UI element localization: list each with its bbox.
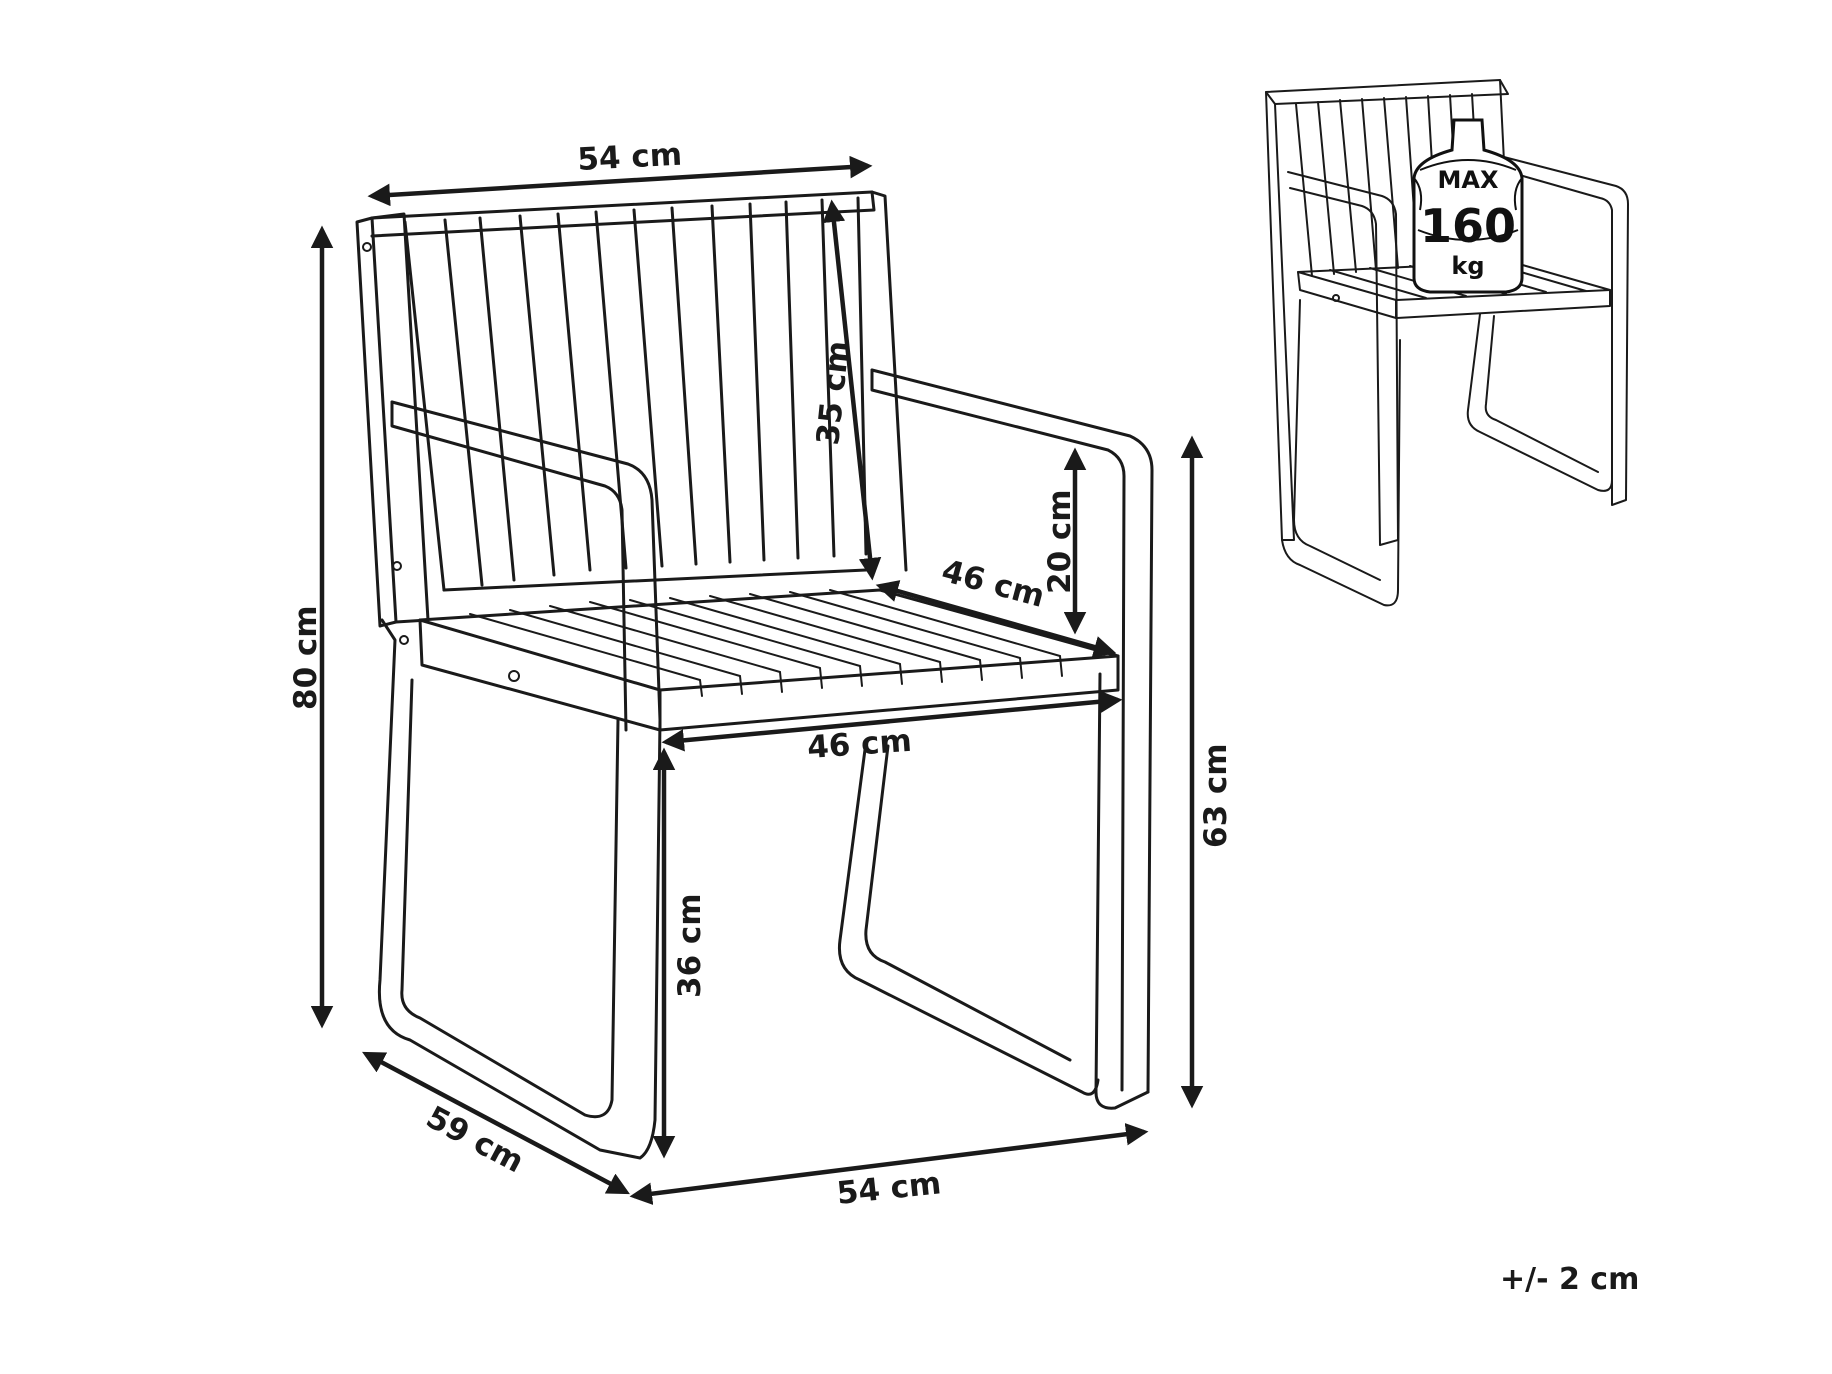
tolerance-note: +/- 2 cm [1500,1262,1640,1297]
weight-bottle-icon: MAX 160 kg [1412,118,1524,294]
label-armrest-above-seat: 20 cm [1042,489,1078,594]
dimension-lines [310,155,1204,1205]
dim-line-seat-depth [875,580,1117,658]
left-armrest [390,400,662,732]
badge-max-label: MAX [1438,166,1499,194]
label-backrest-height: 35 cm [810,339,857,447]
load-capacity-illustration: MAX 160 kg [1265,79,1629,607]
right-armrest [837,368,1154,1110]
label-armrest-height: 63 cm [1198,743,1234,848]
label-seat-height: 36 cm [672,893,708,998]
dim-line-back-width [367,155,873,207]
dim-line-width [629,1123,1149,1205]
dim-line-seat-width [661,690,1123,752]
label-total-height: 80 cm [288,605,324,710]
badge-unit: kg [1451,252,1484,280]
left-frame [355,212,662,1160]
label-back-width: 54 cm [577,137,683,178]
chair-drawing [355,190,1154,1160]
dim-line-depth [362,1051,630,1195]
badge-value: 160 [1420,199,1516,253]
label-seat-width: 46 cm [806,723,913,766]
dim-line-backrest-height [822,199,882,581]
label-width: 54 cm [835,1165,943,1212]
